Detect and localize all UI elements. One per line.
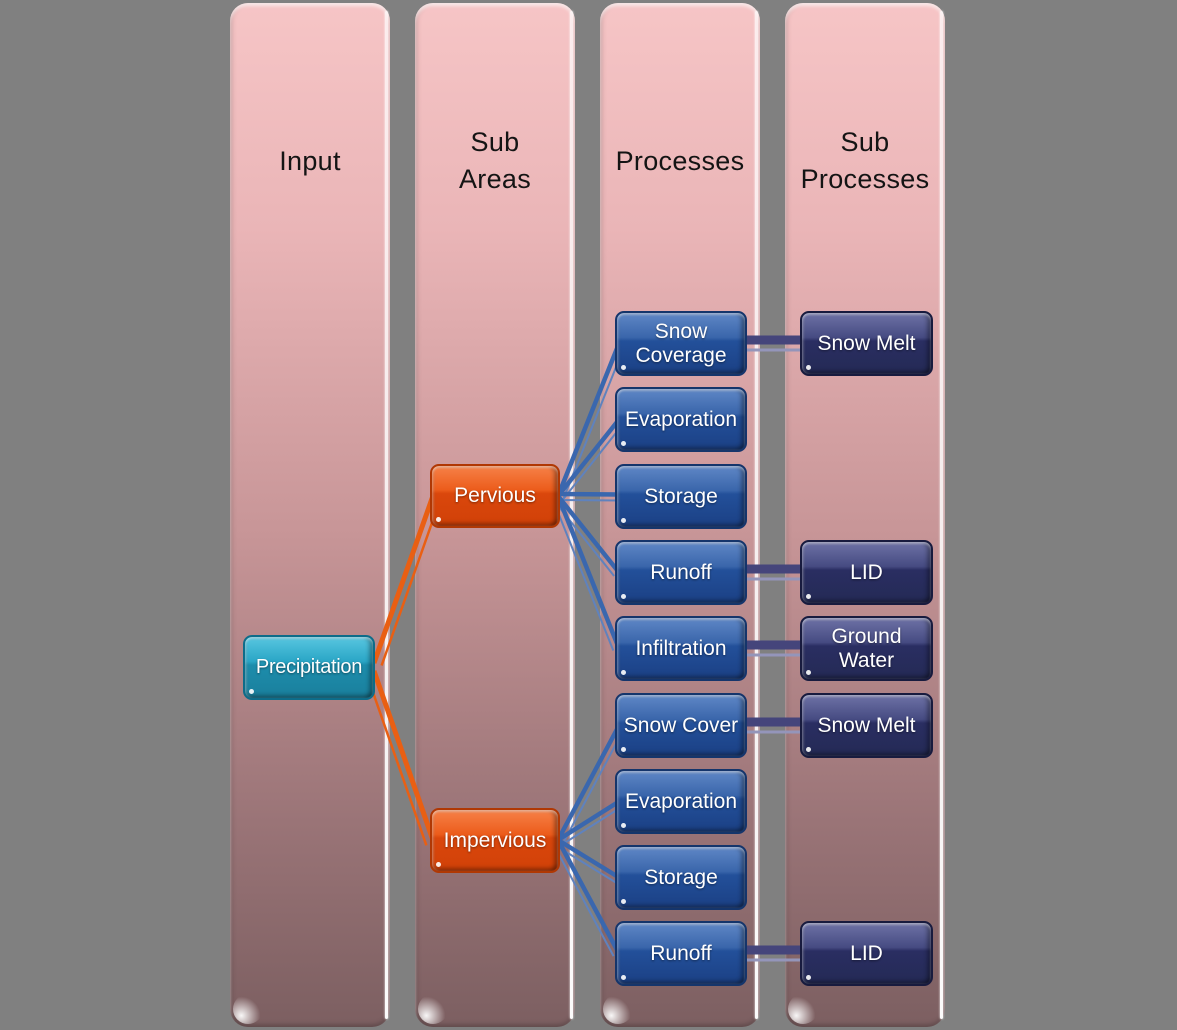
connector-pervious-storage: [557, 491, 620, 502]
node-impervious: Impervious: [430, 808, 560, 873]
connector-pervious-infiltration: [551, 495, 622, 651]
node-label: Storage: [644, 484, 718, 508]
node-label: LID: [850, 941, 883, 965]
node-subprocess-lid-impervious: LID: [800, 921, 933, 986]
node-label: Runoff: [650, 560, 712, 584]
connector-infiltration-ground-water: [744, 640, 803, 657]
column-header-sub-areas: Sub Areas: [458, 127, 532, 194]
connector-snow-coverage-snow-melt: [744, 335, 803, 352]
node-precipitation: Precipitation: [243, 635, 375, 700]
connector-precipitation-impervious: [365, 670, 437, 846]
node-process-storage-impervious: Storage: [615, 845, 747, 910]
node-impervious-label: Impervious: [443, 828, 547, 852]
connector-runoff-lid-pervious: [744, 564, 803, 581]
connector-impervious-runoff: [551, 838, 621, 957]
node-subprocess-ground-water: Ground Water: [800, 616, 933, 681]
node-pervious: Pervious: [430, 464, 560, 528]
node-label: Snow Melt: [817, 331, 916, 355]
node-pervious-label: Pervious: [454, 484, 536, 508]
connector-impervious-snow-cover: [556, 724, 626, 844]
node-process-infiltration: Infiltration: [615, 616, 747, 681]
node-label: LID: [850, 560, 883, 584]
connector-pervious-evaporation: [556, 418, 625, 501]
node-process-evaporation-pervious: Evaporation: [615, 387, 747, 452]
node-process-snow-cover: Snow Cover: [615, 693, 747, 758]
node-subprocess-snow-melt-impervious: Snow Melt: [800, 693, 933, 758]
connector-impervious-storage: [554, 838, 621, 884]
node-process-evaporation-impervious: Evaporation: [615, 769, 747, 834]
connector-runoff-lid-impervious: [744, 945, 803, 962]
node-label: Snow Cover: [623, 713, 739, 737]
column-sub-processes: Sub Processes: [785, 3, 945, 1027]
column-header-sub-processes: Sub Processes: [800, 127, 930, 194]
node-process-snow-coverage: Snow Coverage: [615, 311, 747, 376]
node-process-runoff-pervious: Runoff: [615, 540, 747, 605]
node-label: Runoff: [650, 941, 712, 965]
node-label: Evaporation: [624, 789, 738, 813]
node-subprocess-lid-pervious: LID: [800, 540, 933, 605]
connector-snow-cover-snow-melt: [744, 717, 803, 734]
node-process-storage-pervious: Storage: [615, 464, 747, 529]
column-header-processes: Processes: [615, 145, 745, 176]
node-label: Snow Coverage: [635, 319, 727, 367]
column-header-input: Input: [279, 145, 341, 176]
node-label: Infiltration: [635, 636, 727, 660]
node-precipitation-label: Precipitation: [255, 656, 363, 679]
connector-impervious-evaporation: [556, 799, 624, 846]
node-label: Storage: [644, 865, 718, 889]
node-label: Snow Melt: [817, 713, 916, 737]
node-label: Evaporation: [624, 407, 738, 431]
node-label: Ground Water: [831, 624, 902, 672]
column-input: Input: [230, 3, 390, 1027]
node-process-runoff-impervious: Runoff: [615, 921, 747, 986]
node-subprocess-snow-melt-pervious: Snow Melt: [800, 311, 933, 376]
